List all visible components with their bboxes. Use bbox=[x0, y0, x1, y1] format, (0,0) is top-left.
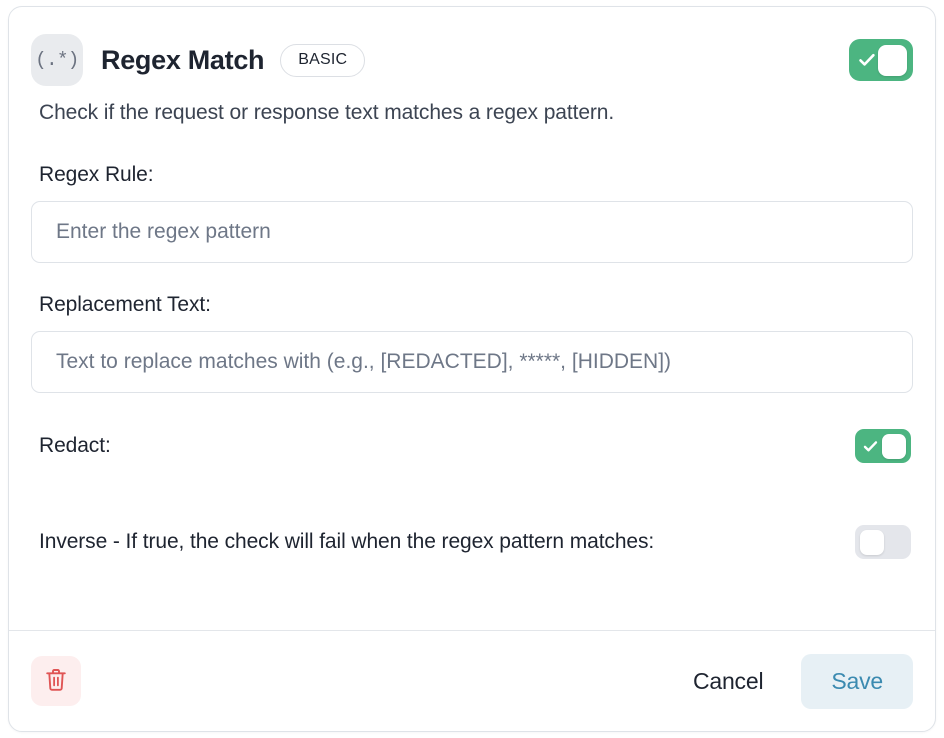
inverse-row: Inverse - If true, the check will fail w… bbox=[39, 519, 911, 565]
check-icon bbox=[857, 50, 877, 75]
plugin-description: Check if the request or response text ma… bbox=[39, 101, 615, 124]
regex-rule-field: Regex Rule: bbox=[31, 163, 913, 263]
page-title: Regex Match bbox=[101, 44, 265, 75]
toggle-knob bbox=[860, 529, 884, 555]
regex-icon: (.*) bbox=[31, 34, 83, 86]
replacement-text-input[interactable] bbox=[31, 331, 913, 393]
redact-label: Redact: bbox=[39, 434, 111, 457]
trash-icon bbox=[44, 667, 68, 696]
replacement-text-field: Replacement Text: bbox=[31, 293, 913, 393]
plugin-enabled-toggle[interactable] bbox=[849, 39, 913, 81]
save-button[interactable]: Save bbox=[801, 653, 913, 709]
regex-icon-glyph: (.*) bbox=[35, 49, 79, 71]
cancel-button[interactable]: Cancel bbox=[679, 656, 777, 707]
toggle-knob bbox=[882, 433, 906, 459]
plugin-config-card: (.*) Regex Match BASIC Check if the requ… bbox=[8, 6, 936, 732]
redact-toggle[interactable] bbox=[855, 429, 911, 463]
toggle-knob bbox=[878, 44, 907, 76]
delete-button[interactable] bbox=[31, 656, 81, 706]
card-header: (.*) Regex Match BASIC bbox=[31, 31, 913, 89]
check-icon bbox=[862, 438, 879, 460]
status-badge: BASIC bbox=[280, 43, 366, 77]
card-body: (.*) Regex Match BASIC Check if the requ… bbox=[9, 7, 935, 630]
regex-rule-input[interactable] bbox=[31, 201, 913, 263]
redact-row: Redact: bbox=[39, 423, 911, 469]
replacement-text-label: Replacement Text: bbox=[39, 293, 211, 316]
regex-rule-label: Regex Rule: bbox=[39, 163, 154, 186]
inverse-label: Inverse - If true, the check will fail w… bbox=[39, 530, 655, 553]
inverse-toggle[interactable] bbox=[855, 525, 911, 559]
card-footer: Cancel Save bbox=[9, 630, 935, 731]
